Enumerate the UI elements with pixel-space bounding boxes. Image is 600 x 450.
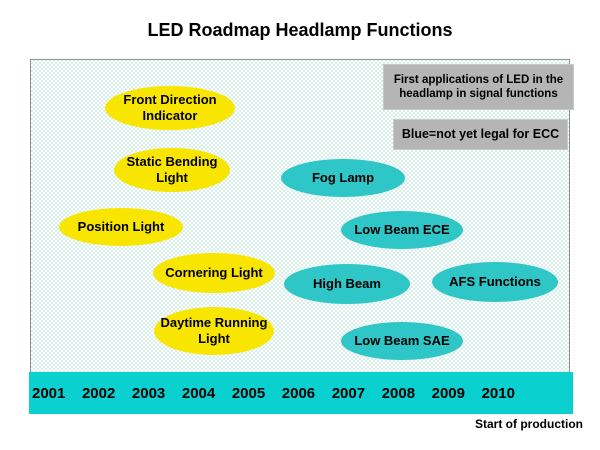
bubble-afs-functions: AFS Functions bbox=[432, 262, 558, 302]
timeline-year-2004: 2004 bbox=[181, 384, 216, 402]
timeline-year-2006: 2006 bbox=[281, 384, 316, 402]
bubble-static-bending-light: Static Bending Light bbox=[114, 148, 230, 192]
note-first-applications: First applications of LED in the headlam… bbox=[383, 64, 574, 110]
page-title: LED Roadmap Headlamp Functions bbox=[147, 20, 453, 40]
timeline-year-2010: 2010 bbox=[481, 384, 515, 402]
timeline-year-2009: 2009 bbox=[431, 384, 465, 402]
bubble-daytime-running-light: Daytime Running Light bbox=[154, 307, 274, 355]
timeline-year-2001: 2001 bbox=[32, 384, 66, 402]
timeline-caption: Start of production bbox=[475, 417, 583, 431]
timeline-year-2008: 2008 bbox=[381, 384, 416, 402]
bubble-low-beam-ece: Low Beam ECE bbox=[341, 211, 463, 249]
bubble-fog-lamp: Fog Lamp bbox=[281, 159, 405, 197]
timeline-bar: 2001 2002 2003 2004 2005 2006 2007 2008 2009 2010 bbox=[29, 372, 573, 414]
bubble-low-beam-sae: Low Beam SAE bbox=[341, 322, 463, 360]
note-blue-legend: Blue=not yet legal for ECC bbox=[393, 119, 568, 150]
timeline-year-2007: 2007 bbox=[331, 384, 366, 402]
timeline-year-2003: 2003 bbox=[131, 384, 166, 402]
timeline-year-2005: 2005 bbox=[231, 384, 266, 402]
bubble-cornering-light: Cornering Light bbox=[153, 253, 275, 293]
timeline-year-2002: 2002 bbox=[81, 384, 116, 402]
bubble-position-light: Position Light bbox=[59, 208, 183, 246]
bubble-front-direction-indicator: Front Direction Indicator bbox=[105, 86, 235, 130]
bubble-high-beam: High Beam bbox=[284, 264, 410, 304]
